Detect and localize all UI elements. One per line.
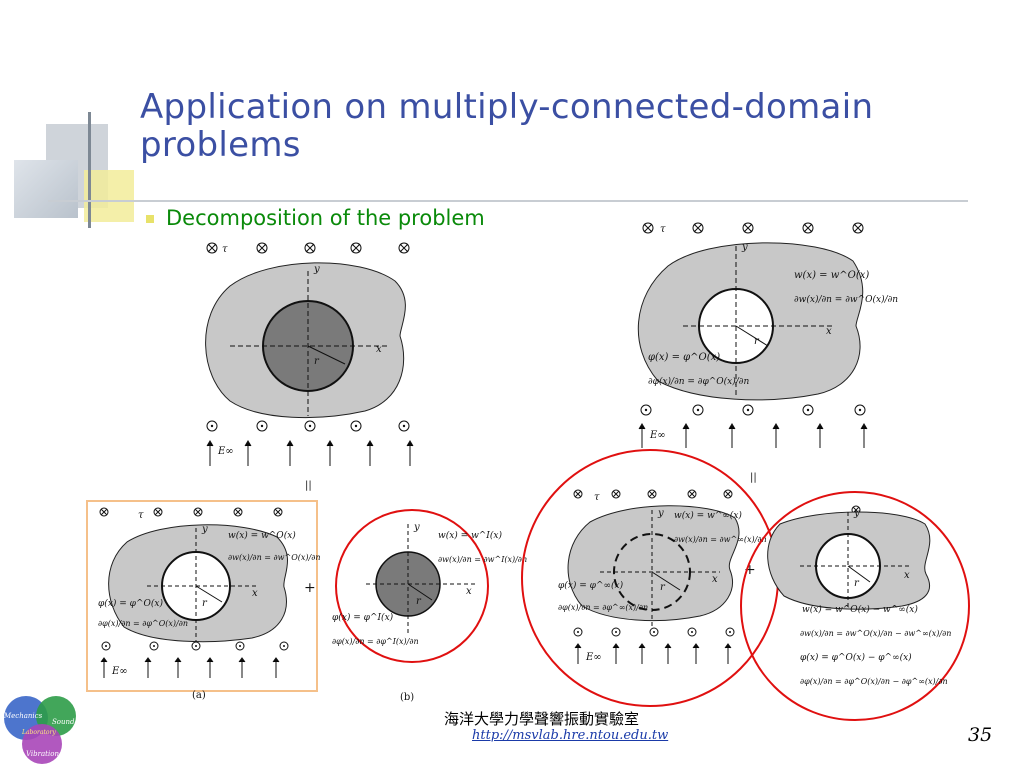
y-label-b: y	[413, 522, 420, 533]
y-label-a: y	[201, 524, 208, 535]
x-label-inf: x	[712, 574, 718, 585]
page-number: 35	[968, 724, 993, 746]
footer-url-link[interactable]: http://msvlab.hre.ntou.edu.tw	[472, 728, 669, 743]
x-label: x	[376, 344, 382, 355]
logo-laboratory: Laboratory	[21, 729, 56, 736]
r-label-2: r	[754, 336, 760, 347]
figure-part-b: y x r w(x) = w^I(x) ∂w(x)/∂n = ∂w^I(x)/∂…	[332, 509, 527, 703]
x-label-a: x	[252, 588, 258, 599]
eq-phi-diff: φ(x) = φ^O(x) − φ^∞(x)	[800, 652, 912, 663]
eq-w-diff: w(x) = w^O(x) − w^∞(x)	[802, 604, 918, 615]
e-inf-label-2: E∞	[649, 430, 666, 441]
e-inf-label: E∞	[217, 446, 234, 457]
e-inf-label-a: E∞	[111, 666, 128, 677]
eq-dphi-dphiinf: ∂φ(x)/∂n = ∂φ^∞(x)/∂n	[558, 603, 648, 612]
caption-a: (a)	[192, 690, 206, 701]
tau-row-2: τ	[642, 222, 864, 235]
figure-exterior-problem: τ y x r w(x) = w^O(x) ∂w(x)/∂n = ∂w^O(x)…	[637, 222, 898, 483]
eq-dw-dwo-a: ∂w(x)/∂n = ∂w^O(x)/∂n	[228, 553, 321, 562]
dot-row	[206, 420, 410, 432]
e-field-arrows-a	[100, 657, 280, 678]
eq-w-wo: w(x) = w^O(x)	[794, 270, 869, 281]
logo-sound: Sound	[52, 718, 75, 726]
tau-label-inf: τ	[594, 492, 600, 503]
tau-label-a: τ	[138, 510, 144, 521]
slide-title: Application on multiply-connected-domain…	[140, 87, 874, 165]
e-field-arrows-2	[638, 423, 868, 448]
eq-dphi-dphio-a: ∂φ(x)/∂n = ∂φ^O(x)/∂n	[98, 619, 188, 628]
tau-label: τ	[222, 244, 228, 255]
eq-dphi-dphio: ∂φ(x)/∂n = ∂φ^O(x)/∂n	[648, 376, 749, 387]
eq-w-winf: w(x) = w^∞(x)	[674, 510, 742, 521]
equals-sign: ||	[305, 480, 312, 491]
figure-part-a: τ y x r w(x) = w^O(x) ∂w(x)/∂n = ∂w^O(x)…	[98, 507, 321, 701]
lab-logo: Mechanics Sound Laboratory Vibration	[3, 696, 76, 764]
figure-infinite-field: τ y x r w(x) = w^∞(x) ∂w(x)/∂n = ∂w^∞(x)…	[521, 449, 779, 707]
eq-phi-phiinf: φ(x) = φ^∞(x)	[558, 580, 624, 591]
highlight-box-a	[86, 500, 318, 692]
eq-phi-phio: φ(x) = φ^O(x)	[648, 352, 720, 363]
caption-b: (b)	[400, 692, 414, 703]
tau-label-2: τ	[660, 224, 666, 235]
highlight-circle-b	[335, 509, 489, 663]
bullet-item: Decomposition of the problem	[146, 206, 485, 230]
y-label-diff: y	[853, 508, 860, 519]
eq-dw-diff: ∂w(x)/∂n = ∂w^O(x)/∂n − ∂w^∞(x)/∂n	[800, 629, 951, 638]
logo-mechanics: Mechanics	[3, 712, 43, 720]
logo-vibration: Vibration	[26, 750, 59, 758]
x-label-b: x	[466, 586, 472, 597]
y-label-inf: y	[657, 508, 664, 519]
eq-dphi-diff: ∂φ(x)/∂n = ∂φ^O(x)/∂n − ∂φ^∞(x)/∂n	[800, 677, 948, 686]
r-label-inf: r	[660, 582, 666, 593]
eq-phi-phii: φ(x) = φ^I(x)	[332, 612, 394, 623]
r-label-a: r	[202, 598, 208, 609]
e-field-arrows-inf	[574, 643, 732, 664]
plus-sign-inf: +	[744, 562, 756, 578]
tau-row: τ	[206, 242, 410, 255]
eq-w-wi: w(x) = w^I(x)	[438, 530, 502, 541]
e-inf-label-inf: E∞	[585, 652, 602, 663]
dot-row-inf	[573, 627, 735, 637]
r-label-diff: r	[854, 578, 860, 589]
x-label-diff: x	[904, 570, 910, 581]
e-field-arrows	[206, 440, 414, 466]
figure-original-problem: τ y x r E∞ ||	[205, 242, 414, 491]
bullet-text: Decomposition of the problem	[166, 206, 485, 230]
footer-lab-name: 海洋大學力學聲響振動實驗室	[444, 710, 640, 728]
eq-phi-phio-a: φ(x) = φ^O(x)	[98, 598, 163, 609]
eq-dw-dwo: ∂w(x)/∂n = ∂w^O(x)/∂n	[794, 294, 898, 305]
y-label-2: y	[741, 242, 748, 253]
eq-w-wo-a: w(x) = w^O(x)	[228, 530, 296, 541]
y-label: y	[313, 264, 320, 275]
dot-row-a	[101, 641, 289, 651]
r-label-b: r	[416, 596, 422, 607]
figure-difference-problem: y x r w(x) = w^O(x) − w^∞(x) ∂w(x)/∂n = …	[740, 491, 970, 721]
eq-dw-dwi: ∂w(x)/∂n = ∂w^I(x)/∂n	[438, 555, 527, 564]
x-label-2: x	[826, 326, 832, 337]
dot-row-2	[640, 404, 866, 416]
bullet-marker	[146, 215, 154, 223]
highlight-circle-diff	[740, 491, 970, 721]
eq-dphi-dphii: ∂φ(x)/∂n = ∂φ^I(x)/∂n	[332, 637, 419, 646]
equals-sign-2: ||	[750, 472, 757, 483]
plus-sign-a: +	[304, 580, 316, 596]
eq-dw-dwinf: ∂w(x)/∂n = ∂w^∞(x)/∂n	[674, 535, 767, 544]
r-label: r	[314, 356, 320, 367]
